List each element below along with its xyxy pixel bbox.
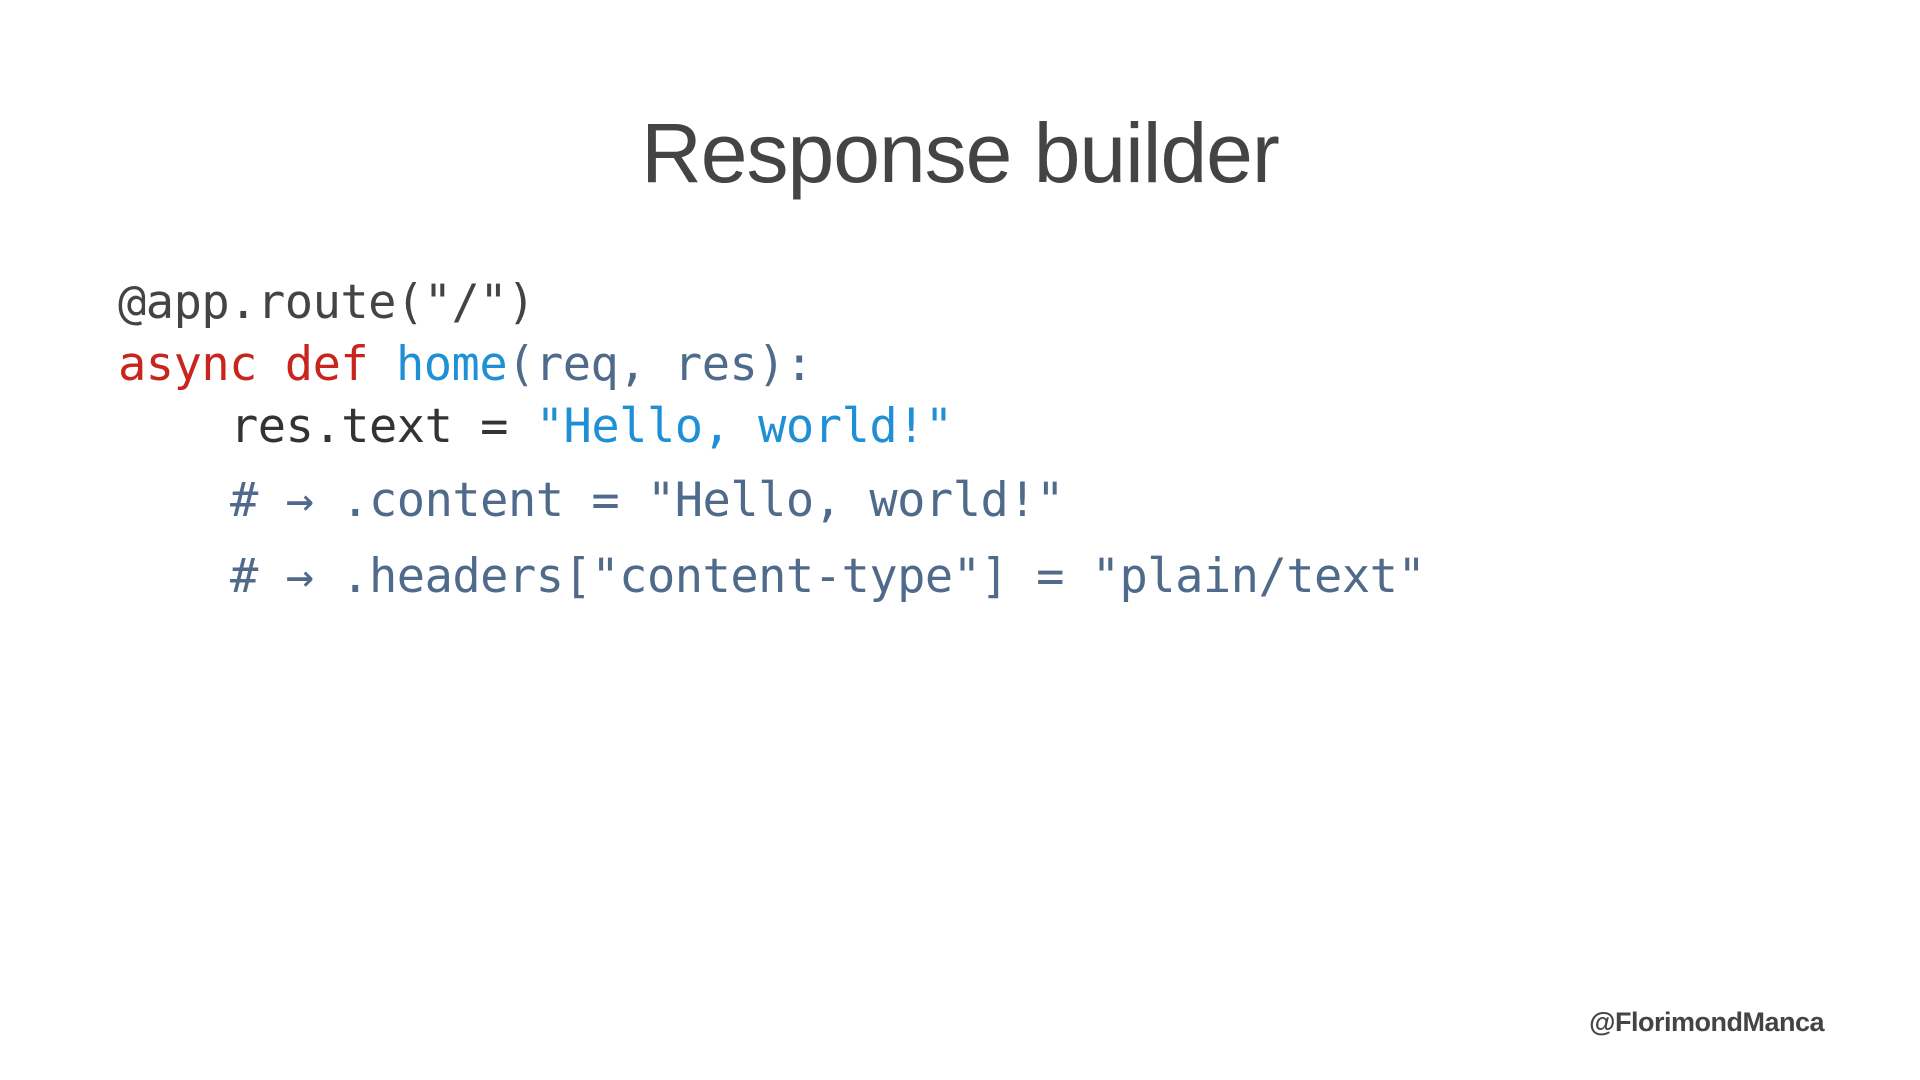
code-block: @app.route("/") async def home(req, res)… (118, 272, 1426, 877)
code-line-assignment: res.text = "Hello, world!" (118, 396, 953, 458)
code-line-function-def: async def home(req, res): (118, 334, 813, 396)
space-token (368, 337, 396, 392)
author-handle: @FlorimondManca (1589, 1007, 1824, 1037)
code-line-comment-content: # → .content = "Hello, world!" (118, 470, 1064, 532)
keyword-def-token: def (284, 337, 369, 392)
code-line-decorator: @app.route("/") (118, 272, 535, 334)
code-line-comment-headers: # → .headers["content-type"] = "plain/te… (118, 546, 1426, 608)
keyword-async-token: async (118, 337, 257, 392)
decorator-token: @app.route("/") (118, 275, 535, 330)
params-token: (req, res): (507, 337, 813, 392)
function-name-token: home (395, 337, 508, 392)
comment-token: # → .headers["content-type"] = "plain/te… (230, 549, 1426, 604)
comment-token: # → .content = "Hello, world!" (230, 473, 1064, 528)
string-token: "Hello, world!" (535, 399, 953, 454)
slide-title: Response builder (641, 106, 1280, 200)
space-token (257, 337, 285, 392)
assignment-token: res.text = (230, 399, 536, 454)
